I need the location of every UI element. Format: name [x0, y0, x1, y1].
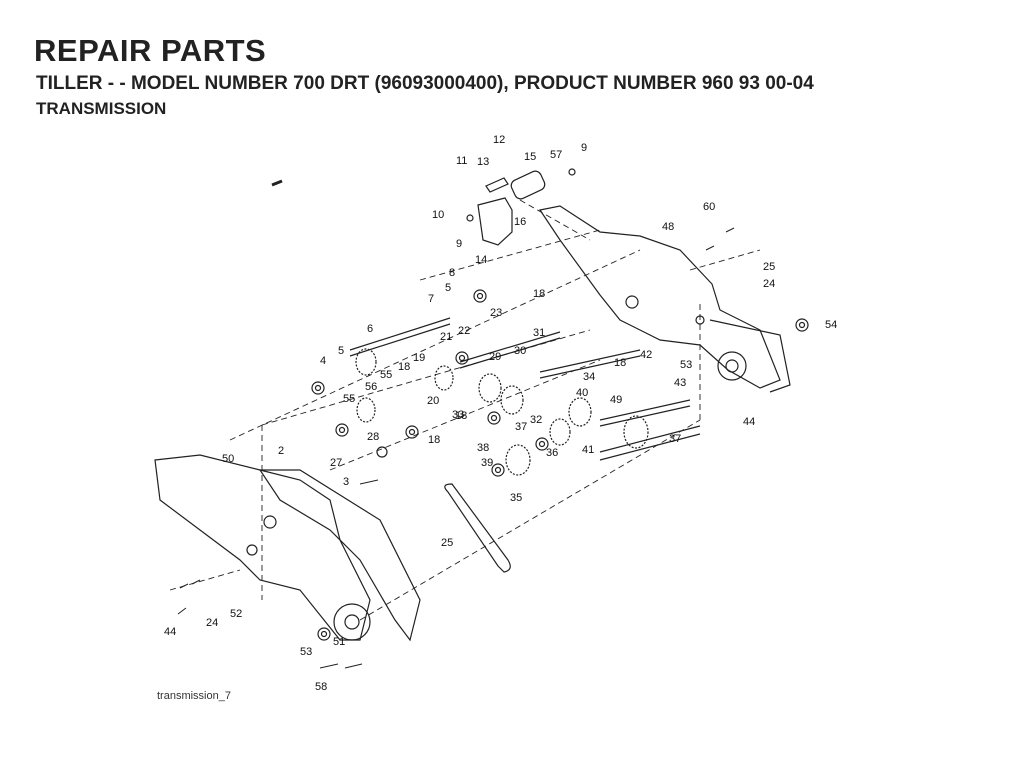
part-label-52: 52: [230, 608, 242, 620]
left-housing: [154, 454, 421, 642]
model-subtitle: TILLER - - MODEL NUMBER 700 DRT (9609300…: [36, 73, 814, 94]
part-label-16: 16: [514, 216, 526, 228]
part-label-41: 41: [582, 444, 594, 456]
part-label-20: 20: [427, 395, 439, 407]
part-label-25: 25: [763, 261, 775, 273]
part-label-18: 18: [533, 288, 545, 300]
part-label-58: 58: [315, 681, 327, 693]
part-label-2: 2: [278, 445, 284, 457]
section-title: TRANSMISSION: [36, 99, 167, 118]
part-label-27: 27: [330, 457, 342, 469]
part-label-28: 28: [367, 431, 379, 443]
part-label-6: 6: [367, 323, 373, 335]
part-label-44: 44: [164, 626, 176, 638]
part-label-39: 39: [481, 457, 493, 469]
part-label-33: 33: [452, 409, 464, 421]
part-label-18: 18: [398, 361, 410, 373]
part-label-21: 21: [440, 331, 452, 343]
part-label-15: 15: [524, 151, 536, 163]
part-label-60: 60: [703, 201, 715, 213]
part-label-9: 9: [581, 142, 587, 154]
right-housing: [539, 205, 791, 393]
part-label-40: 40: [576, 387, 588, 399]
part-label-24: 24: [206, 617, 218, 629]
part-label-7: 7: [428, 293, 434, 305]
part-label-25: 25: [441, 537, 453, 549]
part-label-35: 35: [510, 492, 522, 504]
part-label-5: 5: [338, 345, 344, 357]
part-label-22: 22: [458, 325, 470, 337]
part-label-36: 36: [546, 447, 558, 459]
part-label-55: 55: [343, 393, 355, 405]
assembly-guide-lines: [169, 199, 761, 621]
part-label-29: 29: [489, 351, 501, 363]
part-label-56: 56: [365, 381, 377, 393]
part-label-53: 53: [680, 359, 692, 371]
part-label-18: 18: [428, 434, 440, 446]
part-label-49: 49: [610, 394, 622, 406]
part-label-53: 53: [300, 646, 312, 658]
part-label-37: 37: [669, 433, 681, 445]
bearings: [311, 289, 809, 641]
part-label-19: 19: [413, 352, 425, 364]
part-label-34: 34: [583, 371, 595, 383]
part-label-32: 32: [530, 414, 542, 426]
part-label-30: 30: [514, 345, 526, 357]
part-label-51: 51: [333, 636, 345, 648]
part-label-18: 18: [614, 357, 626, 369]
part-label-55: 55: [380, 369, 392, 381]
part-label-12: 12: [493, 134, 505, 146]
part-label-42: 42: [640, 349, 652, 361]
part-label-31: 31: [533, 327, 545, 339]
gears: [355, 348, 649, 476]
part-label-54: 54: [825, 319, 837, 331]
part-label-5: 5: [445, 282, 451, 294]
part-label-37: 37: [515, 421, 527, 433]
shafts: [349, 317, 701, 461]
top-bracket-assembly: [271, 168, 576, 246]
part-label-9: 9: [456, 238, 462, 250]
page-title: REPAIR PARTS: [34, 33, 267, 68]
part-label-24: 24: [763, 278, 775, 290]
part-label-43: 43: [674, 377, 686, 389]
part-label-57: 57: [550, 149, 562, 161]
part-label-10: 10: [432, 209, 444, 221]
part-label-4: 4: [320, 355, 326, 367]
figure-caption: transmission_7: [157, 690, 231, 702]
part-label-14: 14: [475, 254, 487, 266]
part-label-8: 8: [449, 267, 455, 279]
part-label-11: 11: [456, 155, 467, 167]
bolts: [177, 227, 735, 669]
part-label-50: 50: [222, 453, 234, 465]
part-label-38: 38: [477, 442, 489, 454]
part-label-13: 13: [477, 156, 489, 168]
part-label-3: 3: [343, 476, 349, 488]
part-label-48: 48: [662, 221, 674, 233]
part-label-23: 23: [490, 307, 502, 319]
drive-belt: [444, 483, 511, 573]
part-label-18: 18: [455, 410, 467, 422]
part-label-44: 44: [743, 416, 755, 428]
